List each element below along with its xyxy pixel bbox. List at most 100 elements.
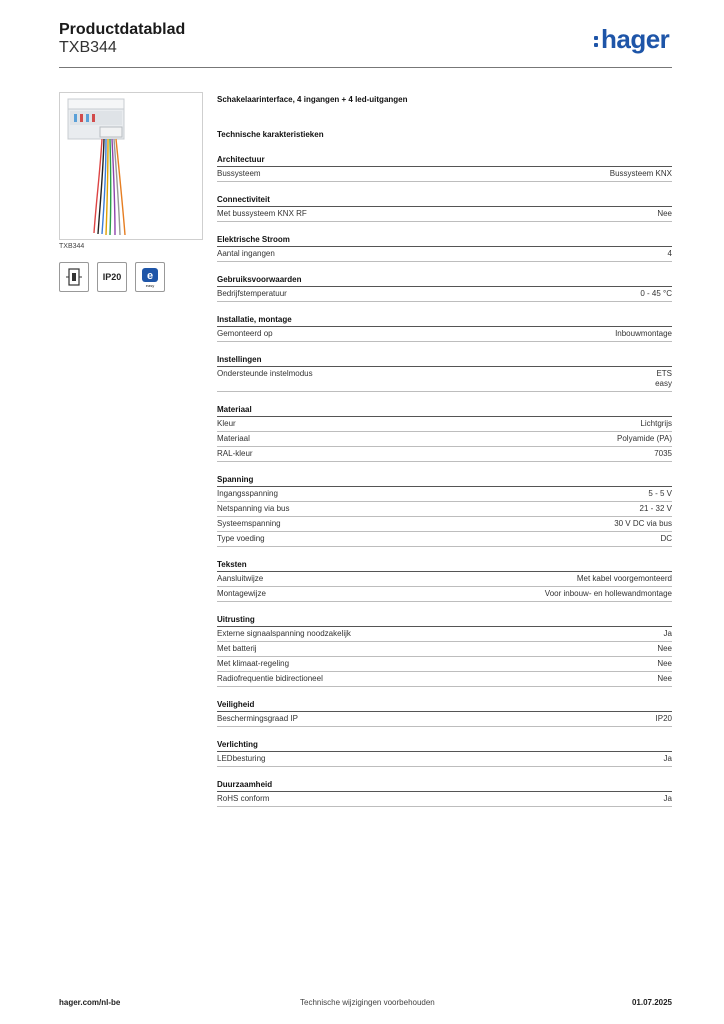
footer-website[interactable]: hager.com/nl-be [59,998,121,1007]
spec-label: RoHS conform [217,794,270,803]
spec-group-title: Architectuur [217,154,672,167]
spec-group-title: Veiligheid [217,699,672,712]
spec-row: Type voeding DC [217,532,672,547]
spec-label: Beschermingsgraad IP [217,714,298,723]
spec-value: Voor inbouw- en hollewandmontage [544,589,672,598]
document-title: Productdatablad [59,21,186,38]
spec-group-title: Materiaal [217,404,672,417]
footer-date: 01.07.2025 [631,998,672,1007]
din-rail-icon [59,262,89,292]
header-divider [59,67,672,68]
spec-value: ETS easy [655,369,672,388]
spec-label: LEDbesturing [217,754,266,763]
spec-group-title: Spanning [217,474,672,487]
spec-label: Met batterij [217,644,257,653]
spec-label: Materiaal [217,434,250,443]
spec-value: 30 V DC via bus [614,519,672,528]
spec-row: RAL-kleur 7035 [217,447,672,462]
spec-row: Kleur Lichtgrijs [217,417,672,432]
spec-value: Ja [663,754,672,763]
specifications: Schakelaarinterface, 4 ingangen + 4 led-… [217,95,672,807]
spec-label: Bedrijfstemperatuur [217,289,287,298]
spec-label: Montagewijze [217,589,266,598]
spec-row: Netspanning via bus 21 - 32 V [217,502,672,517]
spec-group-title: Uitrusting [217,614,672,627]
spec-label: Ondersteunde instelmodus [217,369,313,378]
spec-group-title: Teksten [217,559,672,572]
spec-row: Ondersteunde instelmodus ETS easy [217,367,672,392]
spec-group-title: Connectiviteit [217,194,672,207]
spec-row: Met bussysteem KNX RF Nee [217,207,672,222]
spec-value: 7035 [654,449,672,458]
spec-value: IP20 [655,714,672,723]
spec-row: Bussysteem Bussysteem KNX [217,167,672,182]
spec-value: Inbouwmontage [615,329,672,338]
spec-label: Netspanning via bus [217,504,290,513]
spec-value: Bussysteem KNX [609,169,672,178]
hager-logo[interactable]: hager [594,24,670,54]
spec-row: Gemonteerd op Inbouwmontage [217,327,672,342]
spec-row: RoHS conform Ja [217,792,672,807]
product-code: TXB344 [59,39,117,56]
logo-dots-icon [594,34,599,48]
spec-label: Type voeding [217,534,265,543]
spec-value: Nee [657,644,672,653]
spec-value: Nee [657,659,672,668]
spec-label: Bussysteem [217,169,261,178]
footer-notice: Technische wijzigingen voorbehouden [300,998,435,1007]
spec-label: Gemonteerd op [217,329,273,338]
feature-badges: IP20 e easy [59,262,165,292]
spec-label: Externe signaalspanning noodzakelijk [217,629,351,638]
spec-group-title: Elektrische Stroom [217,234,672,247]
spec-value: DC [660,534,672,543]
easy-icon: e easy [135,262,165,292]
spec-label: Kleur [217,419,236,428]
spec-value: Nee [657,674,672,683]
logo-text: hager [601,24,670,54]
product-description: Schakelaarinterface, 4 ingangen + 4 led-… [217,95,408,104]
spec-row: Montagewijze Voor inbouw- en hollewandmon… [217,587,672,602]
spec-row: Externe signaalspanning noodzakelijk Ja [217,627,672,642]
spec-value: Ja [663,794,672,803]
spec-value: Nee [657,209,672,218]
spec-row: Beschermingsgraad IP IP20 [217,712,672,727]
spec-label: Radiofrequentie bidirectioneel [217,674,323,683]
spec-group-title: Duurzaamheid [217,779,672,792]
spec-group-title: Instellingen [217,354,672,367]
spec-value: 4 [667,249,672,258]
spec-value: Lichtgrijs [640,419,672,428]
easy-label: easy [145,282,155,288]
spec-label: RAL-kleur [217,449,253,458]
spec-label: Aansluitwijze [217,574,264,583]
spec-row: Radiofrequentie bidirectioneel Nee [217,672,672,687]
spec-value: 21 - 32 V [639,504,672,513]
spec-label: Ingangsspanning [217,489,278,498]
spec-value: 5 - 5 V [648,489,672,498]
spec-label: Met klimaat-regeling [217,659,290,668]
spec-label: Met bussysteem KNX RF [217,209,307,218]
spec-group-title: Verlichting [217,739,672,752]
technical-title: Technische karakteristieken [217,130,324,139]
spec-value: Ja [663,629,672,638]
spec-row: Met batterij Nee [217,642,672,657]
spec-row: LEDbesturing Ja [217,752,672,767]
spec-row: Met klimaat-regeling Nee [217,657,672,672]
